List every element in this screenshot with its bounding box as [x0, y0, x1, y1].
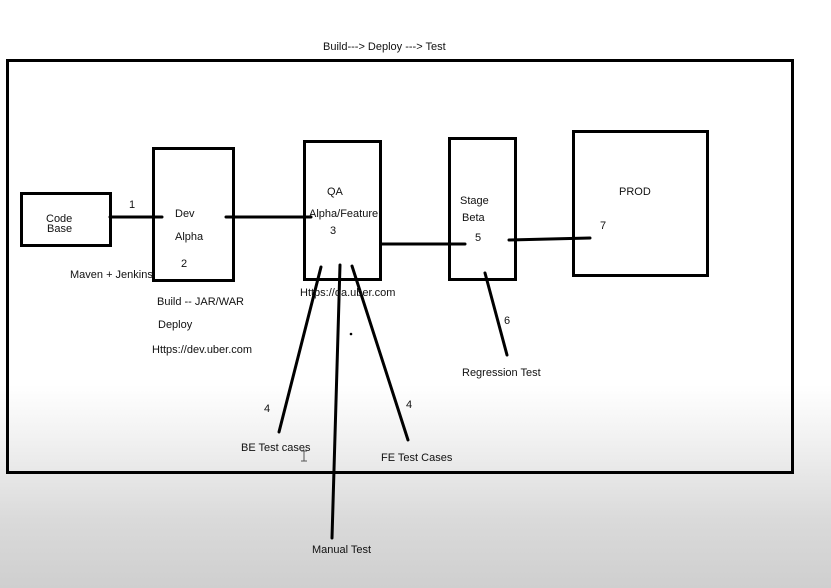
- stage-label: Stage: [460, 195, 489, 207]
- pipeline-frame: [6, 59, 794, 474]
- manual-test-label: Manual Test: [312, 544, 372, 556]
- qa-label: QA: [327, 186, 343, 198]
- step-6-label: 6: [504, 315, 511, 327]
- text-cursor-icon: [301, 450, 307, 462]
- regression-test-line: [483, 271, 509, 357]
- fe-step-4-label: 4: [406, 399, 413, 411]
- be-test-cases-label: BE Test cases: [241, 442, 311, 454]
- stage-to-prod-arrow: [507, 236, 592, 242]
- dot-mark: [349, 332, 353, 336]
- dev-alpha-label: Alpha: [175, 231, 204, 243]
- maven-jenkins-label: Maven + Jenkins: [70, 269, 153, 281]
- be-step-4-label: 4: [264, 403, 271, 415]
- code-base-label-1: Code: [46, 213, 73, 225]
- prod-box: [572, 130, 709, 277]
- dev-box: [152, 147, 235, 282]
- code-base-label-2: Base: [47, 223, 73, 235]
- diagram-title: Build---> Deploy ---> Test: [323, 41, 446, 53]
- qa-alpha-feature-label: Alpha/Feature: [309, 208, 379, 220]
- qa-box: [303, 140, 382, 281]
- fe-test-cases-label: FE Test Cases: [381, 452, 453, 464]
- dev-label: Dev: [175, 208, 195, 220]
- deploy-label: Deploy: [158, 319, 193, 331]
- manual-test-line: [330, 263, 342, 540]
- code-base-box: [20, 192, 112, 247]
- build-jar-war-label: Build -- JAR/WAR: [157, 296, 244, 308]
- stage-beta-label: Beta: [462, 212, 485, 224]
- be-test-line: [277, 265, 323, 434]
- regression-test-label: Regression Test: [462, 367, 541, 379]
- step-5-label: 5: [475, 232, 482, 244]
- stage-box: [448, 137, 517, 281]
- step-1-label: 1: [129, 199, 136, 211]
- step-3-label: 3: [330, 225, 337, 237]
- step-7-label: 7: [600, 220, 607, 232]
- fe-test-line: [350, 264, 410, 442]
- step-2-label: 2: [181, 258, 188, 270]
- prod-label: PROD: [619, 186, 651, 198]
- qa-url-label: Https://qa.uber.com: [300, 287, 396, 299]
- dev-url-label: Https://dev.uber.com: [152, 344, 253, 356]
